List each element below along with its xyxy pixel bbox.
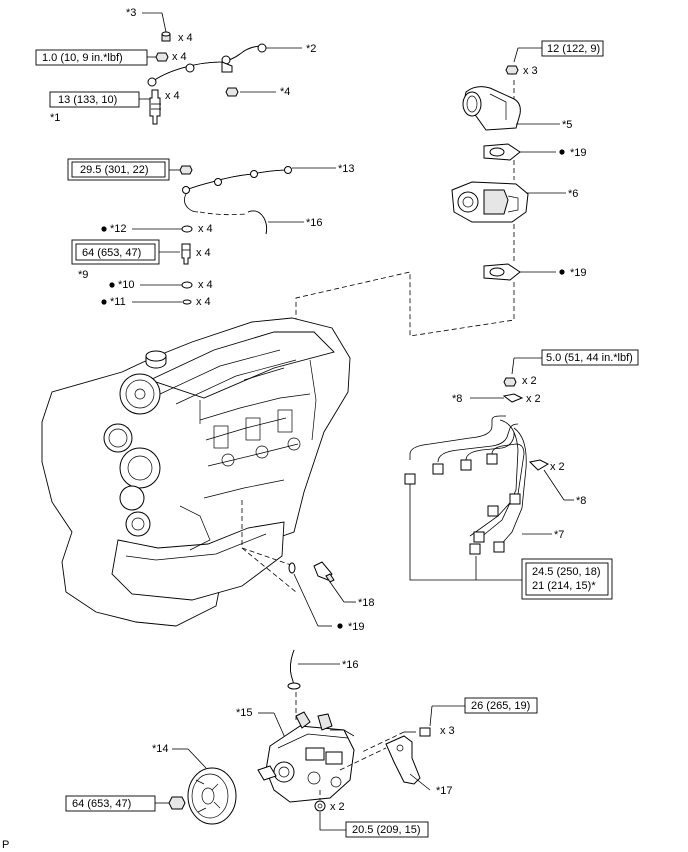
hose-part-16-upper — [247, 210, 268, 235]
callout-8-upper: *8 — [452, 393, 462, 405]
torque-64-upper: 64 (653, 47) — [82, 247, 141, 259]
sensor-part-18 — [313, 561, 335, 583]
clamp-part-8-lower — [528, 459, 550, 471]
callout-6: *6 — [568, 188, 578, 200]
callout-5: *5 — [562, 119, 572, 131]
bolt-part-pump — [404, 727, 431, 737]
quantity-nut-8: x 2 — [522, 375, 537, 387]
quantity-10: x 4 — [198, 279, 213, 291]
callout-15: *15 — [236, 707, 253, 719]
torque-64-lower: 64 (653, 47) — [72, 798, 131, 810]
quantity-9: x 4 — [196, 247, 211, 259]
callout-3: *3 — [126, 7, 136, 19]
quantity-26: x 3 — [440, 725, 455, 737]
quantity-11: x 4 — [196, 296, 211, 308]
quantity-nut-1: x 4 — [172, 51, 187, 63]
torque-1-0: 1.0 (10, 9 in.*lbf) — [42, 52, 123, 64]
intake-connector-part-5 — [462, 86, 521, 131]
torque-20-5: 20.5 (209, 15) — [352, 824, 421, 836]
injection-pump-pulley-part-14 — [187, 767, 237, 825]
gasket-part-19-middle — [483, 263, 521, 281]
bolt-part-5 — [505, 65, 519, 75]
callout-17: *17 — [436, 785, 453, 797]
callout-7: *7 — [554, 529, 564, 541]
pump-bracket-part-17 — [385, 735, 421, 785]
nozzle-part-9 — [181, 243, 191, 265]
injection-pump-part-15 — [257, 711, 355, 803]
clamp-part-8-upper — [502, 393, 524, 403]
quantity-5: x 3 — [523, 65, 538, 77]
throttle-body-part-6 — [451, 181, 529, 223]
torque-26: 26 (265, 19) — [471, 700, 530, 712]
callout-19-middle: *19 — [570, 267, 587, 279]
callout-13: *13 — [338, 163, 355, 175]
footer-code: P — [2, 839, 9, 851]
hollow-screw-part-3 — [161, 31, 171, 42]
leakage-pipe-part-2 — [147, 43, 267, 87]
gasket-part-4 — [225, 87, 239, 97]
callout-11: *11 — [110, 296, 126, 308]
callout-19-upper: *19 — [570, 147, 587, 159]
injection-pipe-set-part-7 — [404, 415, 527, 555]
torque-21: 21 (214, 15)* — [532, 580, 596, 592]
callout-2: *2 — [306, 43, 316, 55]
quantity-1: x 4 — [165, 90, 180, 102]
nut-part-8 — [503, 377, 517, 387]
torque-24-5: 24.5 (250, 18) — [532, 566, 601, 578]
callout-4: *4 — [280, 86, 290, 98]
torque-12: 12 (122, 9) — [547, 43, 600, 55]
callout-12: *12 — [110, 223, 127, 235]
pulley-nut — [168, 796, 186, 810]
quantity-12: x 4 — [198, 223, 213, 235]
quantity-8-upper: x 2 — [526, 393, 541, 405]
callout-1: *1 — [50, 112, 60, 124]
quantity-8-lower: x 2 — [550, 461, 565, 473]
torque-29-5: 29.5 (301, 22) — [80, 164, 149, 176]
nut-part-pump — [314, 800, 326, 812]
union-nut-part — [179, 165, 193, 175]
quantity-20: x 2 — [330, 801, 345, 813]
quantity-3: x 4 — [178, 32, 193, 44]
torque-5-0: 5.0 (51, 44 in.*lbf) — [546, 352, 633, 364]
callout-8-lower: *8 — [576, 495, 586, 507]
nozzle-holder-part-1 — [149, 89, 161, 125]
fuel-return-hose-part-13 — [182, 166, 292, 213]
callout-19-lower: *19 — [348, 621, 365, 633]
hose-part-16-lower — [287, 649, 301, 690]
torque-13: 13 (133, 10) — [58, 94, 117, 106]
callout-10: *10 — [118, 279, 135, 291]
nut-part-1 — [155, 52, 169, 62]
callout-16-upper: *16 — [306, 217, 323, 229]
callout-9: *9 — [78, 269, 88, 281]
callout-16-lower: *16 — [342, 659, 359, 671]
callout-18: *18 — [358, 597, 375, 609]
callout-14: *14 — [152, 743, 169, 755]
engine-assembly — [41, 317, 351, 627]
gasket-ring-part-19-lower — [288, 562, 296, 574]
gasket-part-19-upper — [483, 143, 521, 161]
